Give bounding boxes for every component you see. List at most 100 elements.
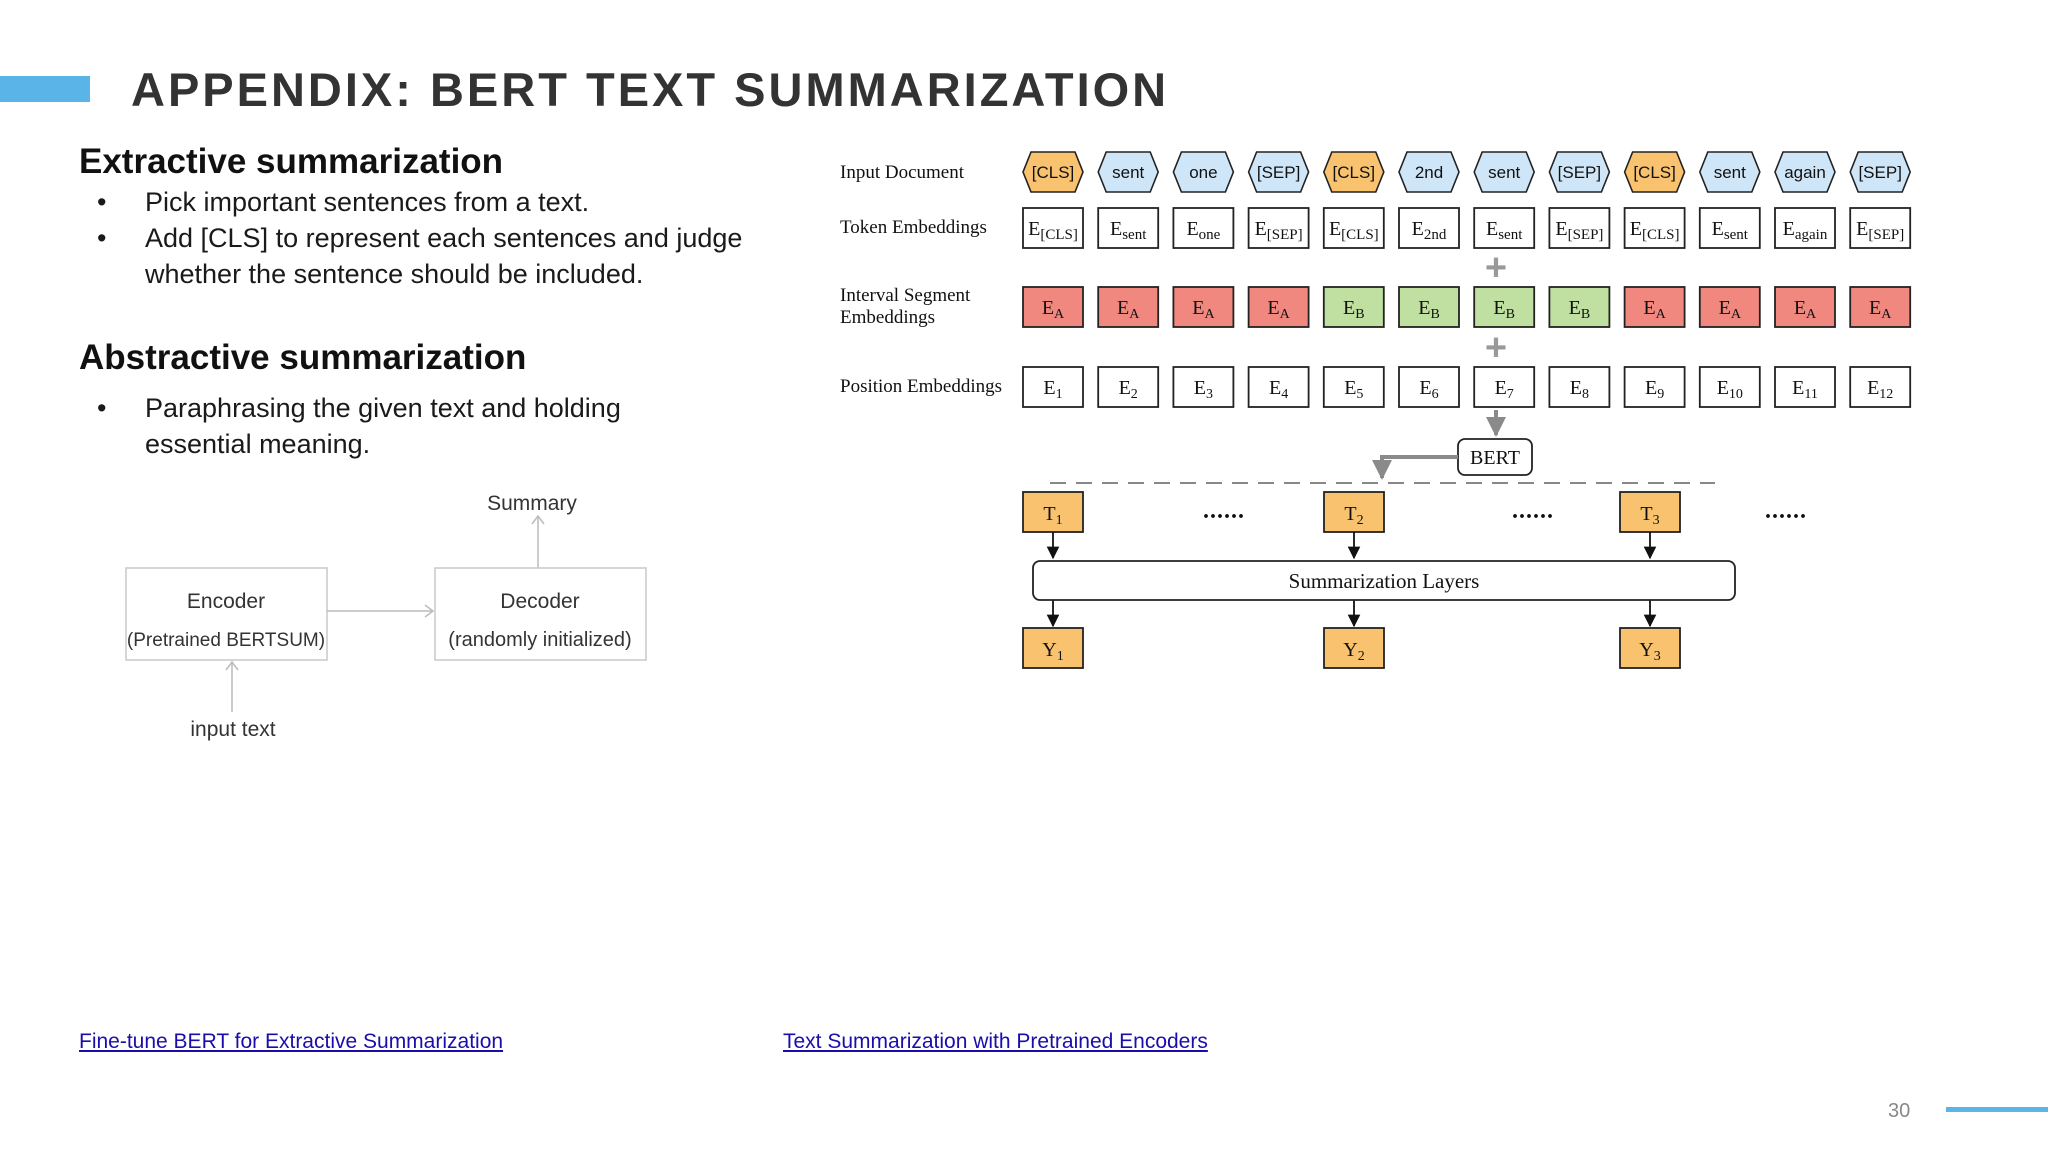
ellipsis: ...... [1512,498,1554,524]
y-output-box [1022,627,1084,669]
token-embedding-label: Eone [1186,218,1220,243]
ellipsis: ...... [1203,498,1245,524]
encoder-box [125,567,328,661]
extractive-bullets: Pick important sentences from a text. Ad… [79,184,799,292]
encoder-arrowhead [225,660,239,671]
row-label-input-document: Input Document [840,162,965,183]
link-text-summarization[interactable]: Text Summarization with Pretrained Encod… [783,1030,1208,1053]
t-output-label: T1 [1043,503,1062,528]
token-embedding-box [1322,207,1385,249]
token-embedding-label: E[CLS] [1630,218,1680,243]
position-embedding-box [1322,366,1385,408]
t-output-box [1619,491,1681,533]
y-output-label: Y3 [1639,639,1660,664]
token-embedding-box [1849,207,1912,249]
input-token-hexagon [1172,151,1235,193]
encoder-title: Encoder [187,590,265,613]
segment-embedding-box [1247,286,1310,328]
position-embedding-box [1022,366,1084,408]
t-output-label: T3 [1640,503,1659,528]
row-label-position-embeddings: Position Embeddings [840,376,1002,397]
input-token-label: again [1784,163,1826,182]
segment-embedding-label: EB [1493,297,1515,322]
decoder-arrowhead [424,604,435,618]
slide-title: APPENDIX: BERT TEXT SUMMARIZATION [131,63,1170,116]
segment-embedding-box [1172,286,1235,328]
bert-label: BERT [1470,447,1520,469]
decoder-title: Decoder [500,590,579,613]
token-embedding-label: Esent [1486,218,1523,243]
link-finetune-bert[interactable]: Fine-tune BERT for Extractive Summarizat… [79,1030,504,1053]
segment-embedding-box [1774,286,1836,328]
title-accent-bar [0,76,90,102]
token-embedding-label: E[CLS] [1028,218,1078,243]
position-embedding-label: E1 [1043,377,1062,402]
segment-embedding-box [1623,286,1686,328]
token-embedding-box [1097,207,1160,249]
token-embedding-box [1774,207,1836,249]
input-token-hexagon [1022,151,1084,193]
position-embedding-box [1097,366,1160,408]
abstractive-heading: Abstractive summarization [79,338,527,377]
position-embedding-box [1849,366,1912,408]
input-token-hexagon [1247,151,1310,193]
segment-embedding-label: EA [1117,297,1140,322]
position-embedding-label: E10 [1717,377,1743,402]
bullet-item: Add [CLS] to represent each sentences an… [79,220,799,292]
position-embedding-label: E7 [1495,377,1514,402]
segment-embedding-box [1398,286,1460,328]
input-token-hexagon [1849,151,1912,193]
input-token-hexagon [1548,151,1611,193]
segment-embedding-box [1097,286,1160,328]
input-token-label: [CLS] [1333,163,1376,182]
bertsum-architecture-diagram: Input Document Token Embeddings Interval… [840,151,1912,669]
y-output-box [1323,627,1385,669]
input-token-label: [CLS] [1633,163,1676,182]
input-token-label: one [1189,163,1217,182]
token-embedding-box [1623,207,1686,249]
input-token-label: [CLS] [1032,163,1075,182]
token-embedding-box [1398,207,1460,249]
input-token-label: [SEP] [1558,163,1601,182]
position-embedding-box [1623,366,1686,408]
segment-embedding-label: EA [1719,297,1742,322]
bullet-item: Pick important sentences from a text. [79,184,799,220]
page-number: 30 [1888,1100,1911,1122]
input-token-hexagon [1473,151,1536,193]
input-token-label: sent [1714,163,1746,182]
y-output-label: Y2 [1343,639,1364,664]
position-embedding-label: E4 [1269,377,1288,402]
position-embedding-box [1247,366,1310,408]
bullet-item: Paraphrasing the given text and holding … [79,390,679,462]
segment-embedding-box [1322,286,1385,328]
position-embedding-box [1774,366,1836,408]
segment-embedding-label: EA [1643,297,1666,322]
token-embedding-label: Esent [1110,218,1147,243]
segment-embedding-label: EA [1042,297,1065,322]
input-token-label: 2nd [1415,163,1443,182]
input-token-label: [SEP] [1858,163,1901,182]
input-token-label: sent [1488,163,1520,182]
token-embedding-label: Eagain [1783,218,1828,243]
token-embedding-label: E[SEP] [1255,218,1303,243]
segment-embedding-label: EB [1343,297,1365,322]
position-embedding-label: E12 [1867,377,1893,402]
token-embedding-box [1022,207,1084,249]
segment-embedding-box [1022,286,1084,328]
encoder-subtitle: (Pretrained BERTSUM) [127,630,325,651]
encoder-decoder-diagram: Summary Encoder (Pretrained BERTSUM) Dec… [125,492,647,741]
token-embedding-label: E[SEP] [1555,218,1603,243]
input-text-label: input text [190,718,275,741]
position-embedding-label: E5 [1344,377,1363,402]
token-embedding-label: E[SEP] [1856,218,1904,243]
segment-embedding-box [1698,286,1761,328]
token-embedding-box [1698,207,1761,249]
input-token-hexagon [1322,151,1385,193]
segment-embedding-label: EA [1794,297,1817,322]
position-embedding-box [1698,366,1761,408]
bert-output-arrow [1372,455,1458,480]
summarization-layers-label: Summarization Layers [1289,569,1480,593]
position-embedding-label: E6 [1419,377,1438,402]
segment-embedding-label: EB [1418,297,1440,322]
input-token-hexagon [1097,151,1160,193]
